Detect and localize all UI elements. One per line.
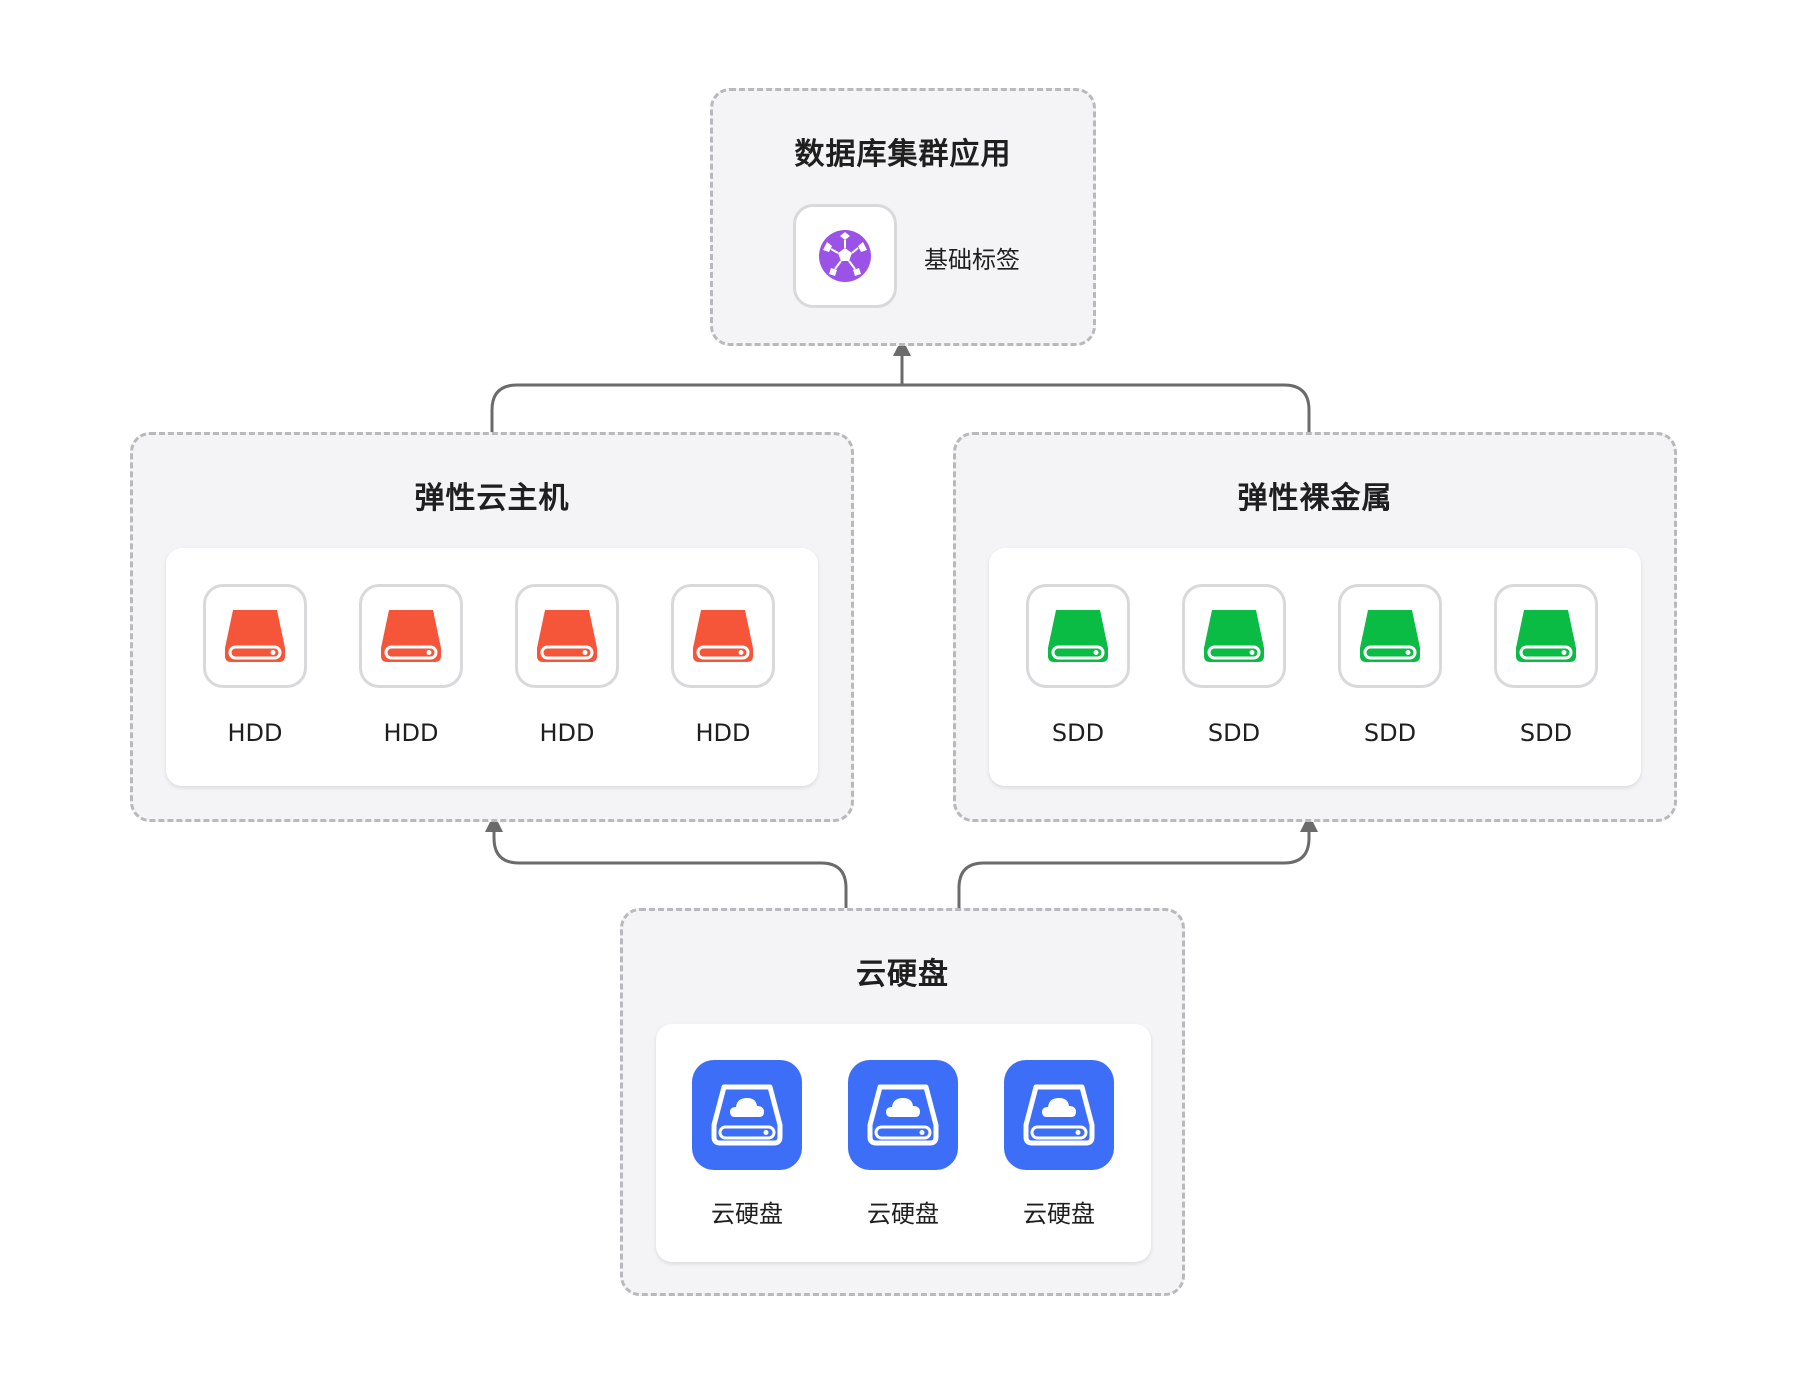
cloud-disk-label: 云硬盘	[711, 1200, 783, 1228]
ssd-label: SDD	[1207, 719, 1261, 747]
hard-drive-icon	[381, 610, 441, 662]
cloud-disk-label: 云硬盘	[1023, 1200, 1095, 1228]
cloud-drive-icon	[711, 1084, 783, 1146]
hard-drive-icon	[1204, 610, 1264, 662]
hard-drive-icon	[537, 610, 597, 662]
group-cloud-disk: 云硬盘 云硬盘 云硬盘 云硬盘	[620, 908, 1185, 1296]
hdd-tile[interactable]	[203, 584, 307, 688]
connector-evs-to-bms	[957, 814, 1318, 908]
connector-evs-to-ecs	[485, 814, 848, 908]
hard-drive-icon	[693, 610, 753, 662]
hdd-tile[interactable]	[671, 584, 775, 688]
cloud-disk-tile[interactable]	[692, 1060, 802, 1170]
hdd-label: HDD	[695, 719, 751, 747]
disk-panel: 云硬盘 云硬盘 云硬盘	[656, 1024, 1151, 1262]
ssd-tile[interactable]	[1494, 584, 1598, 688]
ssd-label: SDD	[1363, 719, 1417, 747]
hdd-label: HDD	[539, 719, 595, 747]
disk-panel: SDD SDD SDD SDD	[989, 548, 1641, 786]
group-title: 数据库集群应用	[794, 137, 1012, 172]
app-tile[interactable]	[793, 204, 897, 308]
hard-drive-icon	[225, 610, 285, 662]
cloud-disk-tile[interactable]	[848, 1060, 958, 1170]
group-elastic-bare-metal: 弹性裸金属 SDD SDD SDD SDD	[953, 432, 1677, 822]
cloud-disk-label: 云硬盘	[867, 1200, 939, 1228]
connector-ecs-to-app	[490, 338, 911, 432]
cloud-drive-icon	[867, 1084, 939, 1146]
group-elastic-cloud-server: 弹性云主机 HDD HDD HDD HDD	[130, 432, 854, 822]
hard-drive-icon	[1516, 610, 1576, 662]
disk-panel: HDD HDD HDD HDD	[166, 548, 818, 786]
connector-bms-to-app	[902, 383, 1311, 432]
hard-drive-icon	[1048, 610, 1108, 662]
hdd-tile[interactable]	[515, 584, 619, 688]
hdd-tile[interactable]	[359, 584, 463, 688]
hard-drive-icon	[1360, 610, 1420, 662]
group-title: 弹性裸金属	[1237, 481, 1393, 516]
group-database-cluster-app: 数据库集群应用 基础标签	[710, 88, 1096, 346]
ssd-tile[interactable]	[1338, 584, 1442, 688]
cloud-drive-icon	[1023, 1084, 1095, 1146]
hdd-label: HDD	[383, 719, 439, 747]
group-title: 云硬盘	[856, 957, 949, 992]
ssd-label: SDD	[1051, 719, 1105, 747]
soccer-ball-icon	[819, 230, 871, 282]
ssd-tile[interactable]	[1026, 584, 1130, 688]
hdd-label: HDD	[227, 719, 283, 747]
ssd-label: SDD	[1519, 719, 1573, 747]
cloud-disk-tile[interactable]	[1004, 1060, 1114, 1170]
app-item-label: 基础标签	[924, 246, 1020, 274]
ssd-tile[interactable]	[1182, 584, 1286, 688]
group-title: 弹性云主机	[414, 481, 570, 516]
